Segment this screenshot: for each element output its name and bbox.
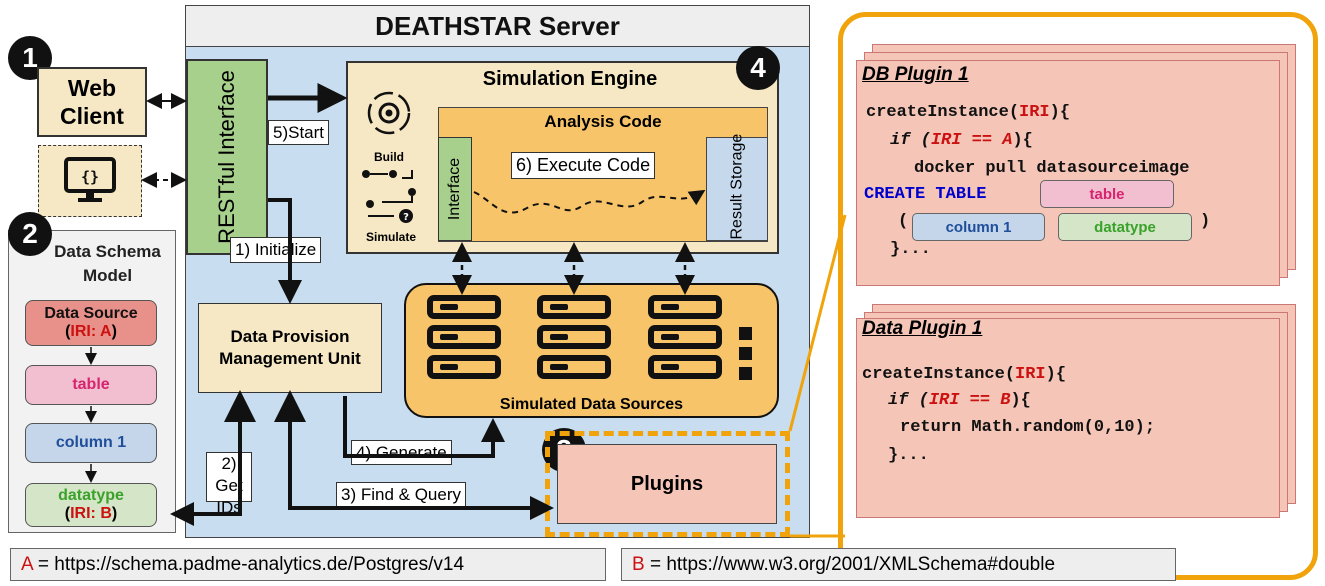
- server-stack-icon-2: [537, 295, 611, 379]
- step-get-ids-label: 2) Get IDs: [206, 452, 252, 517]
- plugins-label: Plugins: [630, 472, 704, 495]
- data-code-line-4: }...: [888, 446, 929, 465]
- db-code-line-6: }...: [890, 240, 931, 259]
- data-provision-management-unit: Data Provision Management Unit: [198, 303, 382, 393]
- server-title: DEATHSTAR Server: [375, 10, 620, 41]
- footnote-b: B = https://www.w3.org/2001/XMLSchema#do…: [621, 548, 1176, 581]
- schema-title: Data Schema Model: [54, 242, 161, 285]
- gear-cycle-icon: [367, 91, 411, 135]
- dpmu-label: Data Provision Management Unit: [219, 327, 361, 368]
- build-flow-icon: ?: [362, 170, 416, 223]
- restful-interface-box: RESTful Interface: [186, 59, 268, 255]
- result-storage-box: Result Storage: [706, 133, 768, 241]
- schema-table: table: [25, 365, 157, 405]
- simulation-engine-title: Simulation Engine: [482, 68, 658, 90]
- server-stack-icon-1: [427, 295, 501, 379]
- badge-4: 4: [736, 46, 780, 90]
- simulate-label: Simulate: [365, 230, 416, 244]
- execute-code-label: 6) Execute Code: [511, 152, 656, 179]
- svg-text:?: ?: [403, 212, 409, 223]
- db-code-line-2: if (IRI == A){: [890, 131, 1033, 150]
- footnote-a: A = https://schema.padme-analytics.de/Po…: [10, 548, 606, 581]
- step-initialize-label: 1) Initialize: [230, 237, 322, 263]
- result-storage-label: Result Storage: [728, 133, 746, 239]
- step-generate-label: 4) Generate: [351, 440, 452, 465]
- db-code-open-paren: (: [898, 212, 909, 231]
- analysis-code-title: Analysis Code: [544, 112, 662, 131]
- plugins-dashed-outline: [545, 431, 790, 537]
- schema-datatype: datatype (IRI: B): [25, 483, 157, 527]
- db-plugin-card: [856, 60, 1280, 286]
- db-code-line-4: CREATE TABLE: [864, 185, 987, 204]
- server-header: DEATHSTAR Server: [185, 5, 810, 47]
- more-sources-dots: [739, 327, 753, 380]
- schema-column: column 1: [25, 423, 157, 463]
- badge-1: 1: [8, 36, 52, 80]
- simulated-data-sources-label: Simulated Data Sources: [499, 396, 684, 413]
- db-code-line-1: createInstance(IRI){: [866, 103, 1071, 122]
- db-table-placeholder: table: [1040, 180, 1174, 208]
- data-code-line-3: return Math.random(0,10);: [900, 418, 1156, 437]
- db-code-close-paren: ): [1200, 212, 1211, 231]
- server-stack-icon-3: [648, 295, 722, 379]
- data-code-line-2: if (IRI == B){: [888, 391, 1031, 410]
- schema-data-source: Data Source (IRI: A): [25, 300, 157, 346]
- build-label: Build: [374, 150, 404, 164]
- db-datatype-placeholder: datatype: [1058, 213, 1192, 241]
- badge-2: 2: [8, 212, 52, 256]
- db-plugin-title: DB Plugin 1: [862, 64, 969, 85]
- analysis-interface-box: Interface: [438, 137, 472, 241]
- monitor-code-icon: {}: [64, 157, 116, 202]
- execute-flow-line: [473, 189, 706, 214]
- interface-label: Interface: [446, 157, 464, 221]
- data-code-line-1: createInstance(IRI){: [862, 365, 1067, 384]
- plugins-box: Plugins: [557, 444, 777, 524]
- svg-text:{}: {}: [81, 168, 99, 186]
- step-start-label: 5)Start: [268, 120, 330, 145]
- data-plugin-title: Data Plugin 1: [862, 318, 983, 339]
- step-find-query-label: 3) Find & Query: [336, 482, 466, 507]
- web-client-box: Web Client: [37, 67, 147, 137]
- db-column-placeholder: column 1: [912, 213, 1045, 241]
- db-code-line-3: docker pull datasourceimage: [914, 159, 1190, 178]
- data-plugin-card: [856, 318, 1280, 518]
- web-client-icon-box: {}: [38, 145, 142, 217]
- restful-label: RESTful Interface: [214, 70, 240, 244]
- web-client-label: Web Client: [60, 75, 124, 129]
